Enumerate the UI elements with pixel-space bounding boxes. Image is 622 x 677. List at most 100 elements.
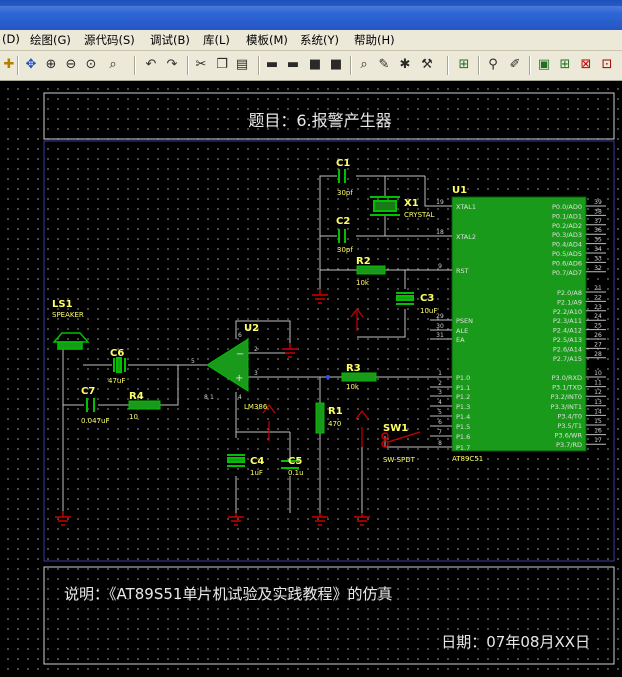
zoom-area-icon[interactable]: ⌕ xyxy=(109,57,117,72)
schematic-drawing: 题目：6.报警产生器 说明：《AT89S51单片机试验及实践教程》的仿真 日期：… xyxy=(43,92,615,665)
amp-minus: − xyxy=(236,349,244,360)
zoom-all-icon[interactable]: ⊙ xyxy=(85,57,97,72)
undo-icon[interactable]: ↶ xyxy=(145,57,157,72)
property-assign-icon[interactable]: ✐ xyxy=(509,57,521,72)
u1-right-pin-name: P0.7/AD7 xyxy=(552,269,582,277)
move-icon[interactable]: ✥ xyxy=(25,57,37,72)
menu-item-graph[interactable]: 绘图(G) xyxy=(30,33,71,47)
menu-item-source[interactable]: 源代码(S) xyxy=(84,33,135,47)
decompose-icon[interactable]: ⚒ xyxy=(421,57,433,72)
u1-right-pin-num: 23 xyxy=(594,304,602,311)
block-move-icon[interactable]: ▬ xyxy=(286,57,300,72)
block-copy-icon[interactable]: ▬ xyxy=(265,57,279,72)
u1-right-pin-name: P3.1/TXD xyxy=(552,384,582,392)
block-rotate-icon[interactable]: ■ xyxy=(308,57,322,72)
copy-icon[interactable]: ❐ xyxy=(216,57,228,72)
schematic-canvas[interactable]: 题目：6.报警产生器 说明：《AT89S51单片机试验及实践教程》的仿真 日期：… xyxy=(0,81,622,677)
u1-right-pin-num: 39 xyxy=(594,199,602,206)
u1-right-pin-num: 28 xyxy=(594,351,602,358)
toolbar-separator xyxy=(350,56,352,75)
u1-left-pin-num: 9 xyxy=(438,263,442,270)
title-block-frame xyxy=(43,92,615,140)
c5-value: 0.1u xyxy=(288,469,304,477)
sheet-border xyxy=(43,140,615,562)
search-icon[interactable]: ⚲ xyxy=(488,57,498,72)
u1-left-pin-num: 31 xyxy=(436,332,444,339)
menu-item-design[interactable]: (D) xyxy=(2,32,20,46)
u2-ref: U2 xyxy=(244,323,259,334)
ground-symbol xyxy=(312,513,328,526)
remove-sheet-icon[interactable]: ⊠ xyxy=(580,57,592,72)
make-device-icon[interactable]: ✎ xyxy=(378,57,390,72)
crystal-x1 xyxy=(370,196,400,216)
block-delete-icon[interactable]: ■ xyxy=(329,57,343,72)
u1-left-pin-num: 5 xyxy=(438,409,442,416)
capacitor-c7 xyxy=(86,398,95,412)
u1-left-pin-num: 29 xyxy=(436,313,444,320)
u1-right-pin-name: P3.2/INT0 xyxy=(551,393,582,401)
c1-ref: C1 xyxy=(336,158,350,169)
u1-left-pin-num: 30 xyxy=(436,323,444,330)
capacitor-c3 xyxy=(396,292,414,305)
zoom-out-icon[interactable]: ⊖ xyxy=(65,57,77,72)
redo-icon[interactable]: ↷ xyxy=(166,57,178,72)
u1-right-pin-name: P0.4/AD4 xyxy=(552,241,582,249)
add-sheet-icon[interactable]: ⊞ xyxy=(559,57,571,72)
u1-right-pin-num: 37 xyxy=(594,218,602,225)
u1-left-pin-num: 7 xyxy=(438,429,442,436)
amp-triangle xyxy=(206,338,249,392)
capacitor-c1 xyxy=(338,169,346,183)
c2-value: 30pf xyxy=(337,246,353,254)
pin-icon[interactable]: ✚ xyxy=(3,57,15,72)
capacitor-c6 xyxy=(113,357,126,373)
u1-right-pin-num: 25 xyxy=(594,323,602,330)
wire-autorouter-icon[interactable]: ⊞ xyxy=(458,57,470,72)
u1-right-pin-name: P2.3/A11 xyxy=(553,317,582,325)
u1-right-pin-num: 36 xyxy=(594,227,602,234)
new-sheet-icon[interactable]: ▣ xyxy=(537,57,551,72)
u1-left-pin-name: P1.4 xyxy=(456,413,470,421)
window-title-bar xyxy=(0,0,622,31)
package-icon[interactable]: ✱ xyxy=(399,57,411,72)
u1-right-pin-name: P3.6/WR xyxy=(555,432,583,440)
u1-right-pin-name: P3.3/INT1 xyxy=(551,403,582,411)
speaker-ls1 xyxy=(52,332,90,350)
resistor-r3 xyxy=(341,372,377,382)
u2-pin-gnd: 4 xyxy=(238,394,242,401)
c7-value: 0.047uF xyxy=(81,417,110,425)
r2-ref: R2 xyxy=(356,256,371,267)
toolbar: ✚ ✥ ⊕ ⊖ ⊙ ⌕ ↶ ↷ ✂ ❐ ▤ ▬ ▬ ■ ■ ⌕ ✎ ✱ ⚒ ⊞ … xyxy=(0,51,622,81)
u1-left-pin-num: 8 xyxy=(438,440,442,447)
switch-contact xyxy=(381,432,389,440)
menu-item-template[interactable]: 模板(M) xyxy=(246,33,288,47)
zoom-sheet-icon[interactable]: ⊡ xyxy=(601,57,613,72)
power-symbol xyxy=(350,308,364,331)
power-symbol xyxy=(262,404,276,441)
x1-value: CRYSTAL xyxy=(404,211,435,219)
cut-icon[interactable]: ✂ xyxy=(195,57,207,72)
menu-item-debug[interactable]: 调试(B) xyxy=(150,33,190,47)
paste-icon[interactable]: ▤ xyxy=(235,57,249,72)
menu-item-help[interactable]: 帮助(H) xyxy=(354,33,395,47)
u1-left-pin-name: P1.0 xyxy=(456,374,470,382)
toolbar-separator xyxy=(478,56,480,75)
sw1-ref: SW1 xyxy=(383,423,408,434)
u1-left-pin-num: 6 xyxy=(438,419,442,426)
toolbar-separator xyxy=(258,56,260,75)
switch-sw1 xyxy=(381,431,421,448)
r3-value: 10k xyxy=(346,383,360,391)
power-terminals xyxy=(262,308,369,447)
zoom-in-icon[interactable]: ⊕ xyxy=(45,57,57,72)
pick-device-icon[interactable]: ⌕ xyxy=(360,57,368,72)
capacitor-c5 xyxy=(281,460,299,469)
u1-left-pin-num: 19 xyxy=(436,199,444,206)
u2-pin-plus: 3 xyxy=(254,370,258,377)
cap-plate xyxy=(116,357,122,373)
u1-right-pin-name: P2.2/A10 xyxy=(553,308,582,316)
u2-pin-gain8: 8 xyxy=(204,394,208,401)
menu-item-system[interactable]: 系统(Y) xyxy=(300,33,339,47)
u1-right-pin-name: P0.0/AD0 xyxy=(552,203,582,211)
c4-ref: C4 xyxy=(250,456,264,467)
ground-symbol xyxy=(354,513,370,526)
menu-item-library[interactable]: 库(L) xyxy=(203,33,230,47)
